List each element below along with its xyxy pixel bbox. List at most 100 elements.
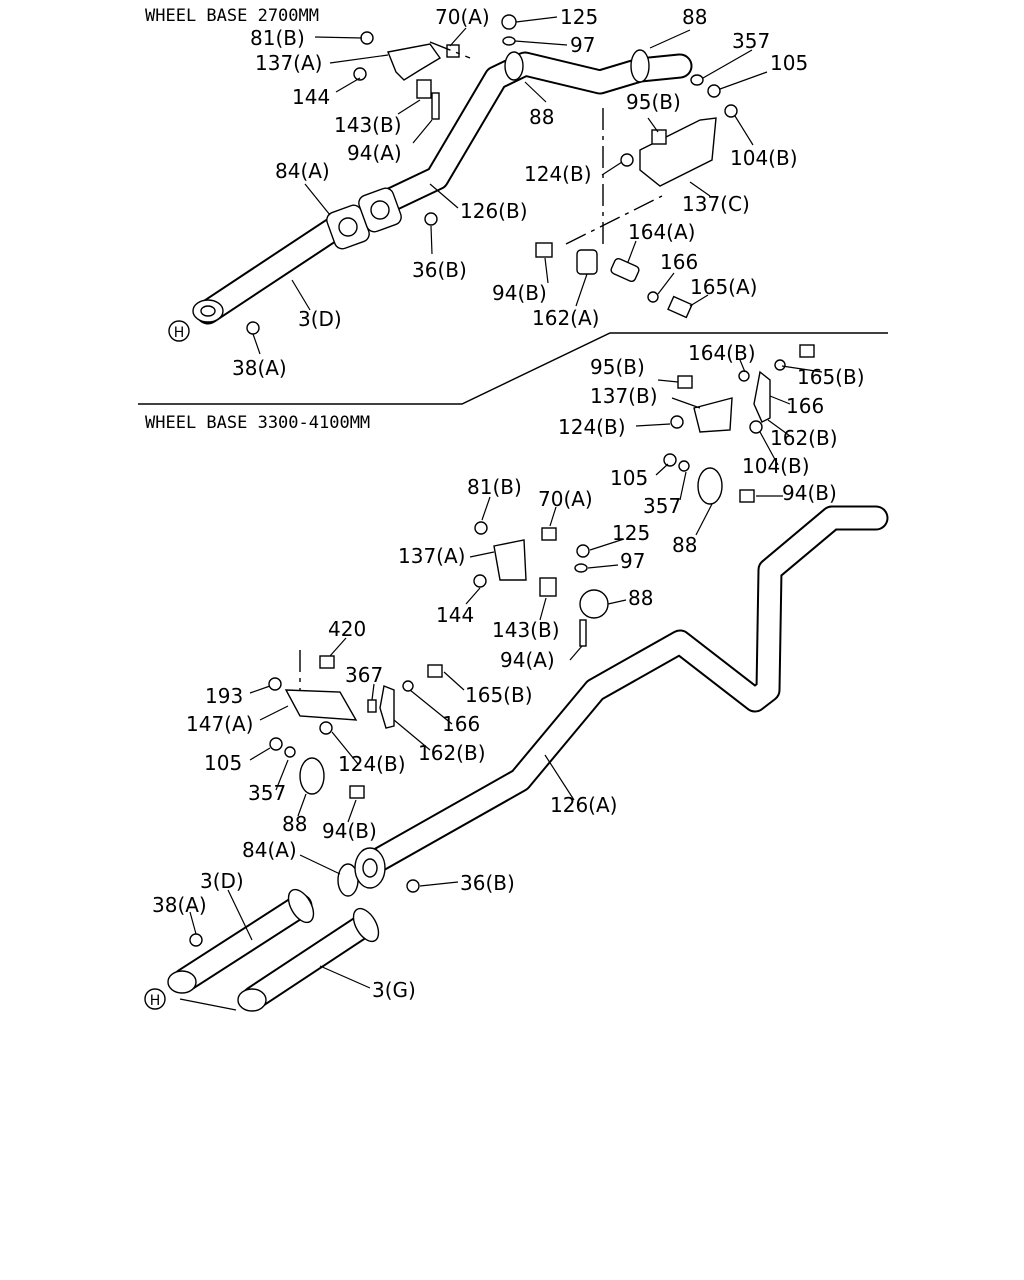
- label-104b-top: 104(B): [730, 146, 798, 170]
- label-420-bottom: 420: [328, 617, 366, 641]
- rubber-143b-bottom: [539, 577, 557, 597]
- label-367-bottom: 367: [345, 663, 383, 687]
- label-137c-top: 137(C): [682, 192, 750, 216]
- flange-front-hole: [200, 305, 216, 317]
- label-164a-top: 164(A): [628, 220, 695, 244]
- label-3g-bottom: 3(G): [372, 978, 416, 1002]
- washer-357: [690, 74, 704, 86]
- washer-166: [647, 291, 659, 303]
- label-105-top: 105: [770, 51, 808, 75]
- label-36b-top: 36(B): [412, 258, 467, 282]
- label-137a-top: 137(A): [255, 51, 322, 75]
- hanger-162b-right: [753, 370, 771, 423]
- label-147a-bottom: 147(A): [186, 712, 253, 736]
- pipe-3g-bottom: [241, 915, 373, 1011]
- bolt-94a: [431, 92, 440, 120]
- label-165b-bottom-right: 165(B): [797, 365, 865, 389]
- label-88-bottom-left: 88: [282, 812, 307, 836]
- label-38a-top: 38(A): [232, 356, 287, 380]
- bolt-94a-bottom: [579, 619, 587, 647]
- label-95b-top: 95(B): [626, 90, 681, 114]
- flange-126a-hole: [362, 858, 378, 878]
- rubber-143b: [416, 79, 432, 99]
- label-38a-bottom: 38(A): [152, 893, 207, 917]
- flange-3g-front: [237, 988, 267, 1012]
- label-165a-top: 165(A): [690, 275, 757, 299]
- nut-105: [707, 84, 721, 98]
- washer-357-left: [284, 746, 296, 758]
- bracket-137b: [693, 397, 733, 433]
- pipe-126a: [362, 505, 889, 875]
- label-88-top: 88: [682, 5, 707, 29]
- bolt-70a: [446, 44, 460, 58]
- label-81b-bottom: 81(B): [467, 475, 522, 499]
- pipe-3d-bottom: [172, 893, 313, 993]
- nut-105-right: [663, 453, 677, 467]
- label-88-bottom-mid: 88: [628, 586, 653, 610]
- nut-36b: [424, 212, 438, 226]
- nut-104b: [724, 104, 738, 118]
- bolt-165b-left: [427, 664, 443, 678]
- label-95b-bottom: 95(B): [590, 355, 645, 379]
- nut-36b-bottom: [406, 879, 420, 893]
- nut-124b-left: [319, 721, 333, 735]
- clamp-88-top-right: [630, 49, 650, 83]
- label-97-top: 97: [570, 33, 595, 57]
- leader-lines-bottom: [179, 359, 823, 1011]
- label-84a-bottom: 84(A): [242, 838, 297, 862]
- washer-166-left: [402, 680, 414, 692]
- bolt-94b-right: [739, 489, 755, 503]
- clamp-88-top: [504, 51, 524, 81]
- washer-166-right: [774, 359, 786, 371]
- nut-193: [268, 677, 282, 691]
- label-125-top: 125: [560, 5, 598, 29]
- label-164b-bottom: 164(B): [688, 341, 756, 365]
- label-70a-top: 70(A): [435, 5, 490, 29]
- title-wheel-base-2700: WHEEL BASE 2700MM: [145, 6, 319, 26]
- pipe-3d-top: [195, 213, 351, 325]
- bolt-420: [319, 655, 335, 669]
- label-88-top-mid: 88: [529, 105, 554, 129]
- nut-81b: [360, 31, 374, 45]
- label-143b-top: 143(B): [334, 113, 402, 137]
- washer-97-bottom: [574, 563, 588, 573]
- label-81b-top: 81(B): [250, 26, 305, 50]
- bolt-94b: [535, 242, 553, 258]
- labels-top: 70(A) 125 88 81(B) 97 137(A) 357 105 144…: [232, 5, 808, 380]
- nut-144: [353, 67, 367, 81]
- nut-125: [501, 14, 517, 30]
- clamp-88-right: [697, 467, 723, 505]
- assembly-line-3: [429, 41, 471, 59]
- label-125-bottom: 125: [612, 521, 650, 545]
- nut-124b: [620, 153, 634, 167]
- label-165b-bottom-left: 165(B): [465, 683, 533, 707]
- h-marker-top: [168, 320, 190, 342]
- label-162b-bottom-left: 162(B): [418, 741, 486, 765]
- nut-81b-bottom: [474, 521, 488, 535]
- clamp-88-mid: [579, 589, 609, 619]
- nut-104b-bottom: [749, 420, 763, 434]
- sleeve-164a: [610, 257, 640, 283]
- nut-125-bottom: [576, 544, 590, 558]
- bolt-94b-left: [349, 785, 365, 799]
- clamp-88-left: [299, 757, 325, 795]
- labels-bottom: 164(B) 95(B) 165(B) 137(B) 166 124(B) 16…: [152, 341, 865, 1002]
- label-105-bottom-left: 105: [204, 751, 242, 775]
- washer-357-right: [678, 460, 690, 472]
- flange-3g-rear: [352, 907, 380, 943]
- label-137b-bottom: 137(B): [590, 384, 658, 408]
- label-3d-top: 3(D): [298, 307, 342, 331]
- h-marker-bottom: [144, 988, 166, 1010]
- label-70a-bottom: 70(A): [538, 487, 593, 511]
- bolt-95b: [651, 129, 667, 145]
- hanger-162b-left: [379, 685, 395, 729]
- label-166-bottom-left: 166: [442, 712, 480, 736]
- nut-38a-bottom: [189, 933, 203, 947]
- top-assembly: H: [168, 5, 808, 380]
- hanger-162a: [576, 249, 598, 275]
- nut-105-left: [269, 737, 283, 751]
- bracket-147a: [284, 689, 358, 721]
- label-357-bottom-left: 357: [248, 781, 286, 805]
- pin-367: [367, 699, 377, 713]
- label-84a-top: 84(A): [275, 159, 330, 183]
